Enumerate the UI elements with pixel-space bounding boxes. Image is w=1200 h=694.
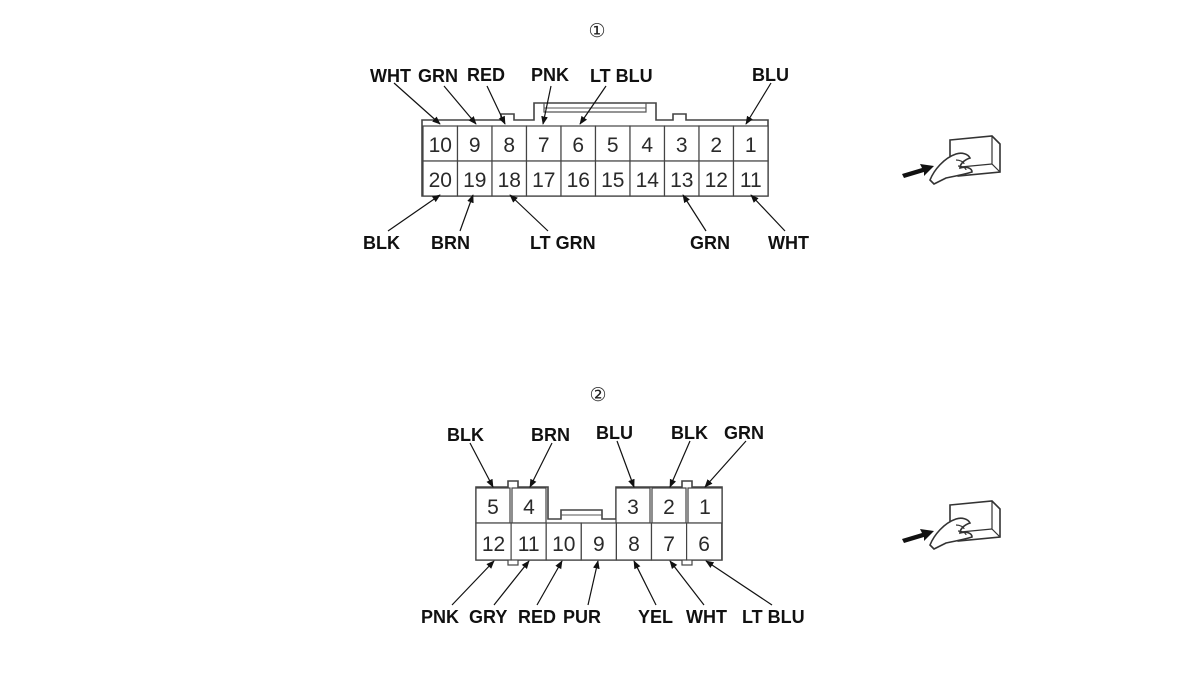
wire-label-pin-10: WHT <box>370 66 411 86</box>
wire-label-pin-19: BRN <box>431 233 470 253</box>
connector-1-bottom-leaders <box>387 194 786 232</box>
pin-number: 10 <box>429 134 452 157</box>
wire-label-pin-9: PUR <box>563 607 601 627</box>
pin-number: 2 <box>710 134 722 157</box>
pin-number: 17 <box>532 169 555 192</box>
wire-label-pin-6: LT BLU <box>590 66 653 86</box>
wire-label-pin-11: WHT <box>768 233 809 253</box>
connector-view-hand-icon <box>902 500 1001 550</box>
connector-1-number: ① <box>588 20 605 42</box>
wire-label-pin-1: GRN <box>724 423 764 443</box>
pin-number: 8 <box>503 134 515 157</box>
pin-number: 15 <box>601 169 624 192</box>
wire-label-pin-13: GRN <box>690 233 730 253</box>
pin-number: 12 <box>705 169 728 192</box>
wire-label-pin-8: YEL <box>638 607 673 627</box>
wire-label-pin-6: LT BLU <box>742 607 805 627</box>
wire-label-pin-3: BLU <box>596 423 633 443</box>
pin-cell <box>685 522 723 561</box>
pin-number: 11 <box>740 169 762 192</box>
pin-number: 5 <box>607 134 619 157</box>
pin-number: 8 <box>628 533 640 556</box>
connector-1-top-labels: WHT GRN RED PNK LT BLU BLU <box>370 65 789 86</box>
wire-label-pin-1: BLU <box>752 65 789 85</box>
pin-cell <box>511 487 547 524</box>
pin-cell <box>663 160 700 197</box>
pin-number: 4 <box>523 496 535 519</box>
pin-number: 7 <box>663 533 675 556</box>
wire-label-pin-10: RED <box>518 607 556 627</box>
pin-number: 5 <box>487 496 499 519</box>
pin-number: 9 <box>593 533 605 556</box>
wire-label-pin-7: PNK <box>531 65 569 85</box>
pin-number: 3 <box>676 134 688 157</box>
wire-label-pin-7: WHT <box>686 607 727 627</box>
pin-number: 4 <box>641 134 653 157</box>
wire-label-pin-18: LT GRN <box>530 233 596 253</box>
connector-2-bottom-labels: PNK GRY RED PUR YEL WHT LT BLU <box>421 607 805 627</box>
pin-cell <box>650 522 688 561</box>
pin-number: 9 <box>469 134 481 157</box>
pin-number: 14 <box>636 169 660 192</box>
pin-cell <box>580 522 617 561</box>
connector-2-bottom-leaders <box>451 560 773 606</box>
pin-cell <box>732 160 769 197</box>
pin-number: 10 <box>552 533 575 556</box>
pin-cell <box>545 522 582 561</box>
wire-label-pin-20: BLK <box>363 233 400 253</box>
pin-number: 6 <box>572 134 584 157</box>
pin-cell <box>615 522 653 561</box>
connector-2-top-leaders <box>469 440 747 488</box>
pin-number: 1 <box>699 496 711 519</box>
pin-cell <box>732 125 769 162</box>
connector-1-bottom-labels: BLK BRN LT GRN GRN WHT <box>363 233 809 253</box>
pin-number: 18 <box>498 169 521 192</box>
pin-cell <box>510 522 547 561</box>
pin-number: 20 <box>429 169 452 192</box>
wire-label-pin-5: BLK <box>447 425 484 445</box>
connector-2-number: ② <box>589 384 606 406</box>
pin-cell <box>629 160 666 197</box>
connector-1-top-leaders <box>393 82 772 125</box>
pin-number: 1 <box>745 134 757 157</box>
pin-cell <box>422 125 459 162</box>
pin-cell <box>698 160 735 197</box>
pin-cell <box>663 125 700 162</box>
pin-cell <box>594 160 631 197</box>
pin-number: 7 <box>538 134 550 157</box>
pin-number: 2 <box>663 496 675 519</box>
wire-label-pin-11: GRY <box>469 607 507 627</box>
pin-cell <box>651 487 687 524</box>
pin-number: 3 <box>627 496 639 519</box>
pin-number: 19 <box>463 169 486 192</box>
pin-number: 16 <box>567 169 590 192</box>
connector-2-top-labels: BLK BRN BLU BLK GRN <box>447 423 764 445</box>
pin-number: 11 <box>518 533 540 556</box>
pin-cell <box>456 160 493 197</box>
pin-number: 12 <box>482 533 505 556</box>
wire-label-pin-12: PNK <box>421 607 459 627</box>
wire-label-pin-2: BLK <box>671 423 708 443</box>
connector-1-bottom-row: 20 19 18 17 16 15 14 13 12 11 <box>422 160 769 197</box>
pin-number: 6 <box>698 533 710 556</box>
connector-view-hand-icon <box>902 135 1001 185</box>
wire-label-pin-8: RED <box>467 65 505 85</box>
wire-label-pin-9: GRN <box>418 66 458 86</box>
pin-cell <box>525 160 562 197</box>
wire-label-pin-4: BRN <box>531 425 570 445</box>
pin-number: 13 <box>670 169 693 192</box>
